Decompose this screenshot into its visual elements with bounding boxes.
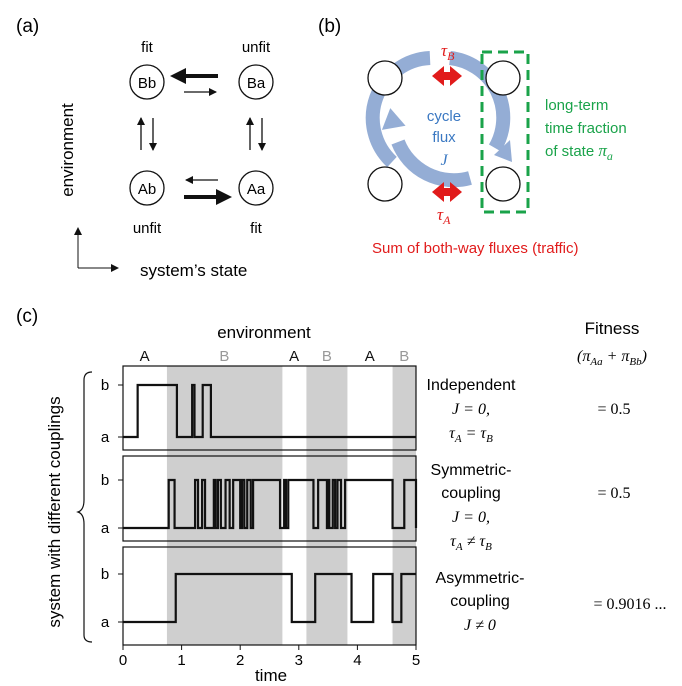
row2-line1: J = 0,: [452, 509, 490, 526]
panel-c: (c) environment Fitness (πAa + πBb) syst…: [16, 306, 667, 685]
traffic-caption: Sum of both-way fluxes (traffic): [372, 240, 578, 257]
row1-line1: J = 0,: [452, 401, 490, 418]
x-tick-label-3: 3: [295, 652, 303, 669]
arrow-ab-to-aa-thick: [184, 189, 232, 205]
cycle-flux-J: J: [440, 152, 448, 169]
y-tick-label-b-1: b: [101, 472, 109, 489]
trace-line-2: [123, 572, 416, 624]
state-ba-caption: unfit: [242, 39, 271, 56]
cycle-arrowhead-right: [494, 140, 512, 162]
red-double-arrow-top: [432, 66, 462, 86]
panel-a: (a) fit unfit unfit fit Bb Ba Ab Aa: [16, 16, 274, 280]
cycle-arrowhead-left: [381, 108, 406, 130]
green-text-line1: long-term: [545, 97, 608, 114]
y-tick-label-a-2: a: [101, 614, 110, 631]
panel-b: (b) τB τA cycle flux J long-: [318, 16, 627, 257]
x-tick-label-0: 0: [119, 652, 127, 669]
x-axis-time-label: time: [255, 666, 287, 685]
panel-c-label: (c): [16, 306, 38, 327]
x-tick-label-4: 4: [353, 652, 361, 669]
env-letter-2: A: [289, 348, 299, 365]
cycle-arc-left: [365, 51, 431, 168]
row2-line2: τA ≠ τB: [450, 533, 492, 553]
green-text-line2: time fraction: [545, 120, 627, 137]
state-ab-label: Ab: [138, 181, 156, 198]
env-letter-4: A: [365, 348, 375, 365]
row1-title: Independent: [427, 377, 517, 394]
cycle-flux-line1: cycle: [427, 108, 461, 125]
row3-title: Asymmetric-: [436, 570, 525, 587]
trace-frame-0: [122, 365, 417, 451]
red-double-arrow-bottom: [432, 182, 462, 202]
y-tick-label-a-1: a: [101, 520, 110, 537]
state-bb-caption: fit: [141, 39, 154, 56]
y-tick-label-a-0: a: [101, 429, 110, 446]
row1-line2: τA = τB: [449, 425, 493, 445]
row1-fitness: = 0.5: [597, 401, 630, 418]
cycle-arc-bottom: [391, 139, 472, 188]
env-letter-1: B: [219, 348, 229, 365]
x-tick-label-5: 5: [412, 652, 420, 669]
state-ab-caption: unfit: [133, 220, 162, 237]
row2-title: Symmetric-: [431, 462, 512, 479]
row3-title2: coupling: [450, 593, 510, 610]
state-aa-label: Aa: [247, 181, 266, 198]
row2-fitness: = 0.5: [597, 485, 630, 502]
y-axis-system-label: system with different couplings: [45, 396, 64, 627]
panel-a-label: (a): [16, 16, 39, 37]
env-letter-0: A: [140, 348, 150, 365]
x-tick-label-1: 1: [177, 652, 185, 669]
fitness-formula: (πAa + πBb): [577, 348, 647, 368]
y-tick-label-b-0: b: [101, 377, 109, 394]
x-tick-label-2: 2: [236, 652, 244, 669]
trace-line-0: [123, 383, 416, 439]
row3-fitness: = 0.9016 ...: [593, 596, 666, 613]
state-aa-node: [238, 170, 274, 206]
fitness-title: Fitness: [585, 319, 640, 338]
state-bb-label: Bb: [138, 75, 156, 92]
panel-b-label: (b): [318, 16, 341, 37]
green-text-line3: of state πa: [545, 141, 613, 163]
trace-line-1: [123, 478, 418, 530]
state-aa-caption: fit: [250, 220, 263, 237]
b-node-bottom-right: [485, 166, 521, 202]
row2-title2: coupling: [441, 485, 501, 502]
state-bb-node: [129, 64, 165, 100]
b-node-bottom-left: [367, 166, 403, 202]
y-tick-label-b-2: b: [101, 566, 109, 583]
env-letter-3: B: [322, 348, 332, 365]
state-ba-label: Ba: [247, 75, 266, 92]
row3-line1: J ≠ 0: [464, 617, 496, 634]
env-letter-5: B: [399, 348, 409, 365]
arrow-ba-to-bb-thick: [170, 68, 218, 84]
plot-layer: A B A B A Bb a b a b a 0 1 2 3 4 5: [101, 348, 420, 669]
b-node-top-left: [367, 60, 403, 96]
axis-environment-label: environment: [58, 103, 77, 197]
green-dashed-state-box: [480, 50, 530, 214]
tau-b-label: τB: [441, 41, 455, 63]
state-ba-node: [238, 64, 274, 100]
trace-frame-2: [122, 546, 417, 646]
b-node-top-right: [485, 60, 521, 96]
env-title: environment: [217, 323, 311, 342]
tau-a-label: τA: [437, 205, 451, 227]
axis-system-state-label: system’s state: [140, 261, 247, 280]
state-ab-node: [129, 170, 165, 206]
rows-bracket: [76, 371, 93, 643]
cycle-flux-line2: flux: [432, 129, 456, 146]
